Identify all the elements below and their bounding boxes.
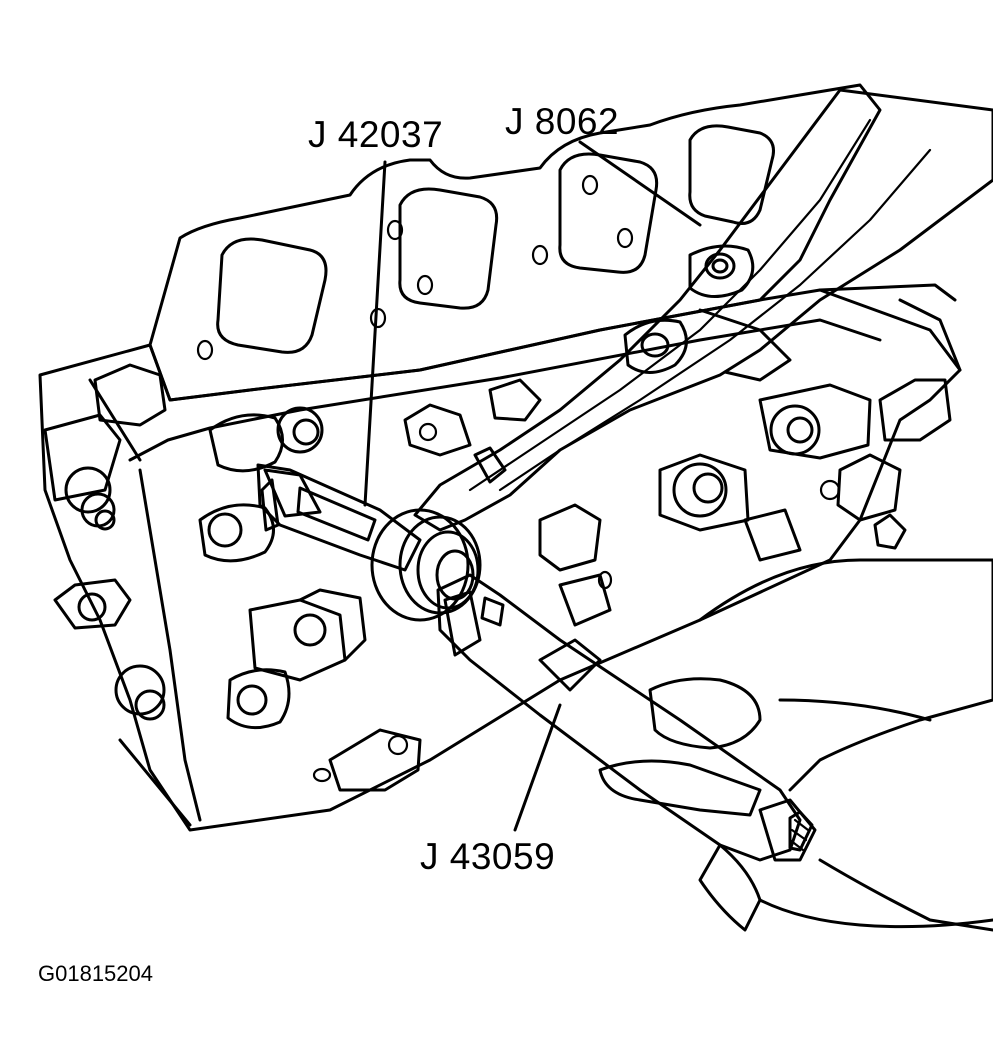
callout-j8062: J 8062 <box>505 101 620 142</box>
intake-port-1 <box>216 237 328 354</box>
intake-flange <box>148 83 882 402</box>
figure-id: G01815204 <box>38 961 153 986</box>
hand <box>598 558 993 932</box>
leader-j42037 <box>363 160 387 507</box>
callout-j42037: J 42037 <box>308 114 444 155</box>
intake-port-3 <box>558 152 659 274</box>
leader-lines <box>363 140 702 832</box>
tool-j43059-installer <box>436 573 817 862</box>
leader-j8062 <box>578 140 702 227</box>
leader-j43059 <box>513 703 562 832</box>
tool-j8062-lever <box>413 88 993 532</box>
intake-port-4 <box>688 124 775 225</box>
intake-port-2 <box>398 187 499 310</box>
cylinder-head <box>38 283 962 832</box>
callout-j43059: J 43059 <box>420 836 556 877</box>
tool-j42037-adapter <box>256 463 422 572</box>
